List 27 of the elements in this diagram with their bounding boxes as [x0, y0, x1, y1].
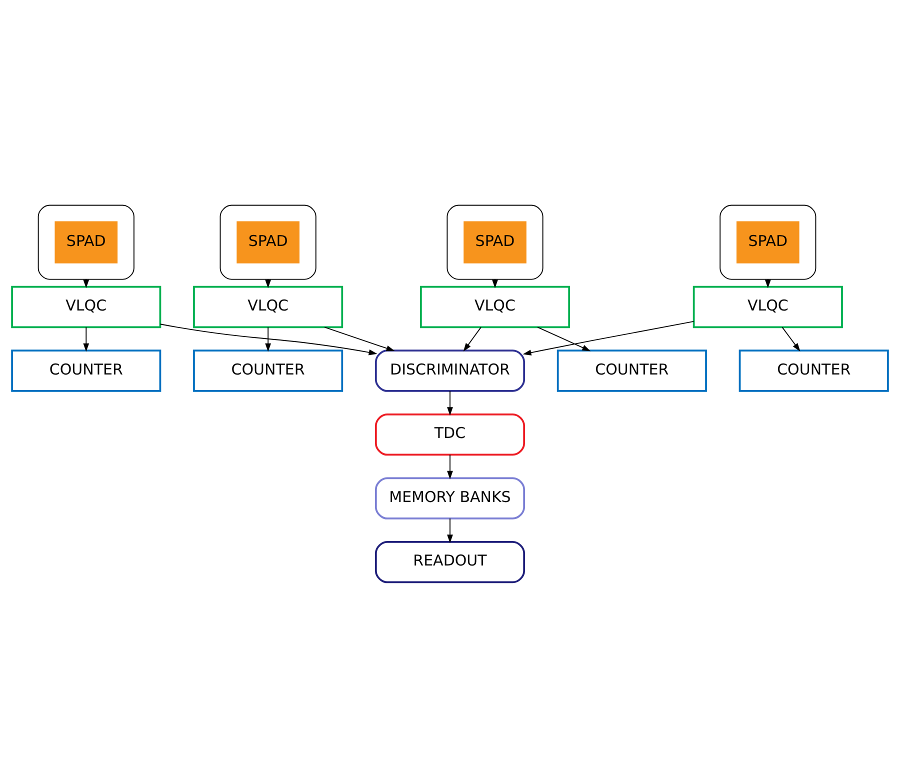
node-box: VLQC: [11, 285, 162, 328]
node-box: VLQC: [193, 285, 344, 328]
arrow: [324, 326, 395, 351]
node-box: COUNTER: [193, 349, 344, 392]
node-box: TDC: [374, 412, 526, 456]
arrow: [447, 454, 453, 479]
node-box: SPAD: [236, 220, 300, 263]
node-box: COUNTER: [11, 349, 162, 392]
node-box: MEMORY BANKS: [374, 476, 526, 519]
arrow: [463, 326, 482, 352]
node-box: SPAD: [736, 220, 800, 263]
arrow: [537, 326, 591, 351]
node-box: READOUT: [374, 540, 526, 583]
node-box: DISCRIMINATOR: [374, 349, 526, 392]
arrow: [160, 323, 378, 355]
arrow: [83, 326, 90, 352]
node-box: VLQC: [692, 285, 843, 328]
node-box: COUNTER: [738, 349, 889, 392]
node-box: COUNTER: [556, 349, 707, 392]
node-box: SPAD: [54, 220, 118, 263]
arrow: [782, 326, 800, 352]
arrow: [447, 390, 453, 416]
node-box: SPAD: [464, 220, 526, 263]
arrow: [522, 320, 694, 356]
node-box: VLQC: [420, 285, 570, 328]
arrow: [447, 518, 453, 543]
arrow: [265, 326, 272, 352]
